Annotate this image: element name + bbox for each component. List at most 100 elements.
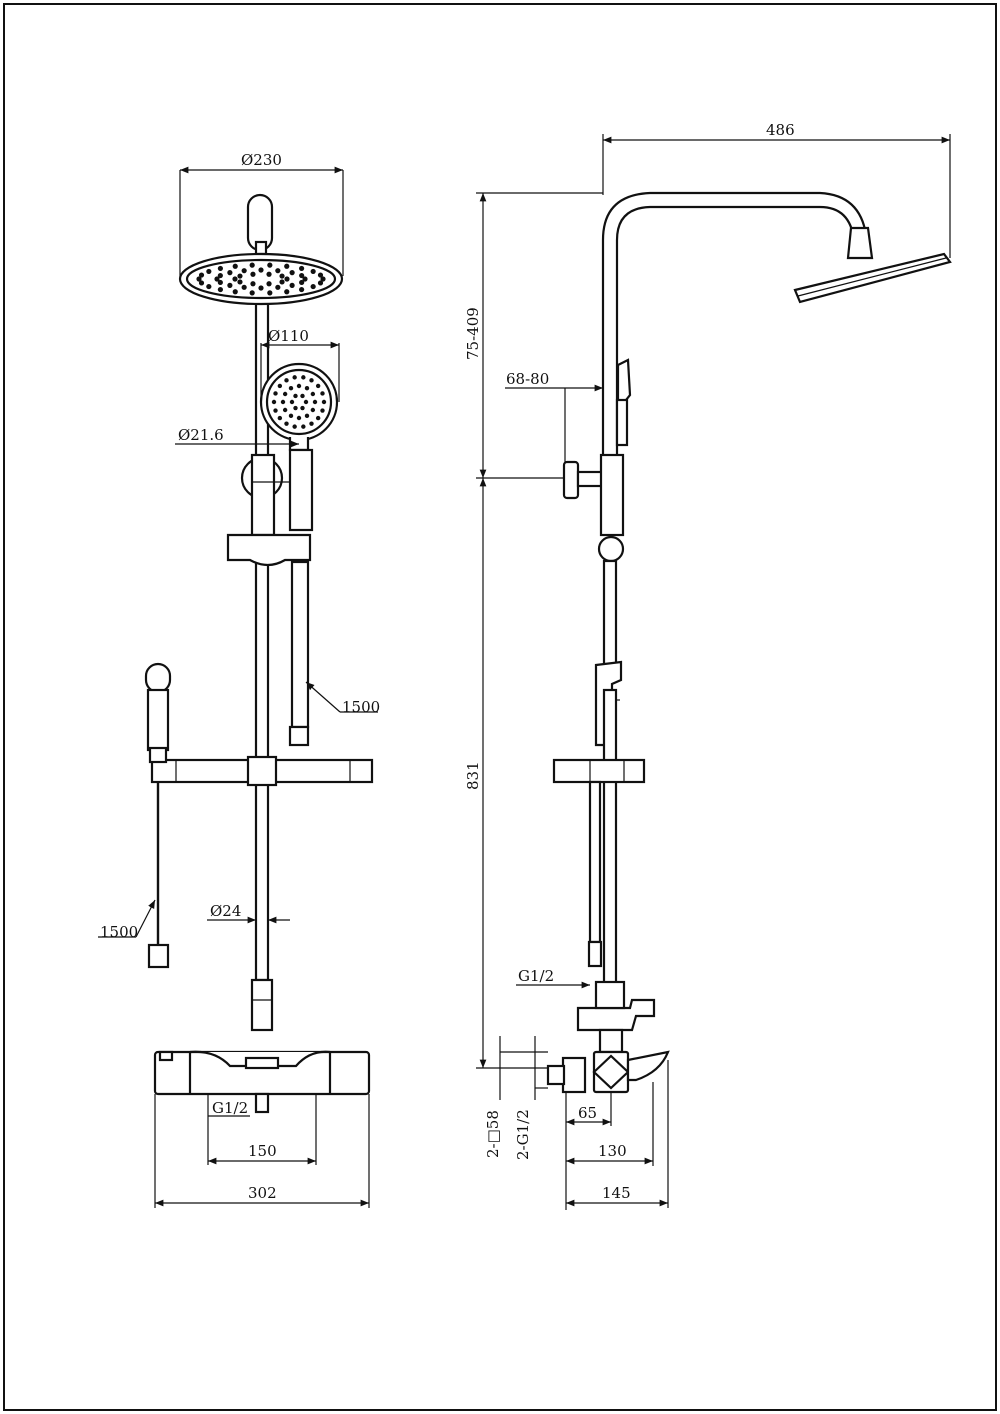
nozzle-dot xyxy=(299,279,305,286)
nozzle-dot xyxy=(214,276,220,282)
dim-depth-65: 65 xyxy=(578,1104,597,1122)
nozzle-dot xyxy=(241,268,247,274)
shelf-profile xyxy=(552,758,646,784)
overhead-head-profile xyxy=(793,252,952,304)
nozzle-dot xyxy=(266,281,272,287)
nozzle-dot xyxy=(277,415,283,421)
hand-shower-head xyxy=(259,362,339,452)
nozzle-dot xyxy=(280,399,286,405)
nozzle-dot xyxy=(232,289,238,295)
nozzle-dot xyxy=(292,424,297,429)
nozzle-dot xyxy=(275,268,281,274)
nozzle-dot xyxy=(288,385,294,391)
nozzle-dot xyxy=(282,407,288,413)
nozzle-dot xyxy=(315,383,321,389)
nozzle-dot xyxy=(309,421,314,426)
slider-block xyxy=(226,533,312,567)
slider-collar xyxy=(597,535,625,563)
nozzle-dot xyxy=(300,405,305,411)
nozzle-dot xyxy=(198,272,205,278)
dim-wall-thread: 2-G1/2 xyxy=(514,1109,532,1160)
nozzle-dot xyxy=(206,283,212,290)
nozzle-dot xyxy=(241,284,247,290)
mixer-profile xyxy=(546,1050,670,1094)
nozzle-dot xyxy=(258,285,264,291)
nozzle-dot xyxy=(284,263,290,269)
nozzle-dot xyxy=(300,393,305,399)
dim-head-diameter: Ø230 xyxy=(241,151,282,169)
nozzle-dot xyxy=(299,272,305,279)
dim-knob-offset: 68-80 xyxy=(506,370,549,388)
nozzle-dot xyxy=(301,424,306,429)
dim-wall-square: 2-□58 xyxy=(484,1110,502,1158)
nozzle-dot xyxy=(315,415,321,421)
nozzle-dot xyxy=(217,279,223,286)
nozzle-dot xyxy=(293,393,298,399)
nozzle-dot xyxy=(299,265,305,272)
nozzle-dot xyxy=(196,276,202,282)
nozzle-dot xyxy=(267,262,273,268)
nozzle-dot xyxy=(289,270,295,276)
nozzle-dot xyxy=(232,276,238,282)
nozzle-dot xyxy=(250,281,256,287)
nozzle-dot xyxy=(284,421,289,426)
nozzle-dot xyxy=(271,399,277,405)
nozzle-dot xyxy=(284,378,289,383)
nozzle-dot xyxy=(237,279,243,285)
nozzle-dot xyxy=(292,375,297,380)
dim-riser-height: 831 xyxy=(464,761,482,790)
nozzle-dot xyxy=(279,273,285,279)
nozzle-dot xyxy=(289,282,295,288)
page-border xyxy=(3,3,997,1411)
nozzle-dot xyxy=(232,263,238,269)
dim-height-adjust: 75-409 xyxy=(464,307,482,360)
nozzle-dot xyxy=(302,276,308,282)
nozzle-dot xyxy=(227,270,233,276)
nozzle-dot xyxy=(293,405,298,411)
nozzle-dot xyxy=(237,273,243,279)
nozzle-dot xyxy=(282,391,288,397)
nozzle-dot xyxy=(266,271,272,277)
nozzle-dot xyxy=(273,408,278,413)
nozzle-dot xyxy=(277,383,283,389)
nozzle-dot xyxy=(296,383,302,389)
wall-bracket-knob xyxy=(562,460,580,500)
mixer-bar xyxy=(153,1050,371,1096)
shower-arm xyxy=(601,191,868,462)
nozzle-dot xyxy=(303,399,309,405)
dim-hose-left: 1500 xyxy=(100,923,138,941)
diverter xyxy=(576,998,656,1032)
dim-hand-diameter: Ø110 xyxy=(268,327,309,345)
nozzle-dot xyxy=(310,268,316,275)
nozzle-dot xyxy=(273,391,278,396)
nozzle-dot xyxy=(217,286,223,293)
hand-shower-handle xyxy=(288,448,314,532)
side-spray-gun xyxy=(144,662,172,969)
nozzle-dot xyxy=(267,290,273,296)
dim-arm-reach: 486 xyxy=(766,121,795,139)
dim-hose-right: 1500 xyxy=(342,698,380,716)
dim-inlet-spacing: 150 xyxy=(248,1142,277,1160)
nozzle-dot xyxy=(284,276,290,282)
overhead-shower-head xyxy=(178,252,344,306)
nozzle-dot xyxy=(310,391,316,397)
nozzle-dot xyxy=(304,385,310,391)
dim-depth-130: 130 xyxy=(598,1142,627,1160)
nozzle-dot xyxy=(275,284,281,290)
nozzle-dot xyxy=(304,413,310,419)
nozzle-dot xyxy=(217,272,223,279)
nozzle-dot xyxy=(309,378,314,383)
hand-hose xyxy=(290,560,310,729)
nozzle-dot xyxy=(299,286,305,293)
side-view: 486 75-409 68-80 xyxy=(464,121,952,1210)
nozzle-dot xyxy=(289,399,295,405)
nozzle-dot xyxy=(249,290,255,296)
riser-coupling xyxy=(250,978,274,1032)
front-view: Ø230 Ø110 Ø21.6 1500 xyxy=(98,151,380,1208)
hand-shower-profile xyxy=(616,358,632,407)
nozzle-dot xyxy=(310,407,316,413)
dim-diverter-thread: G1/2 xyxy=(518,967,554,985)
nozzle-dot xyxy=(317,280,324,286)
dim-mixer-width: 302 xyxy=(248,1184,277,1202)
